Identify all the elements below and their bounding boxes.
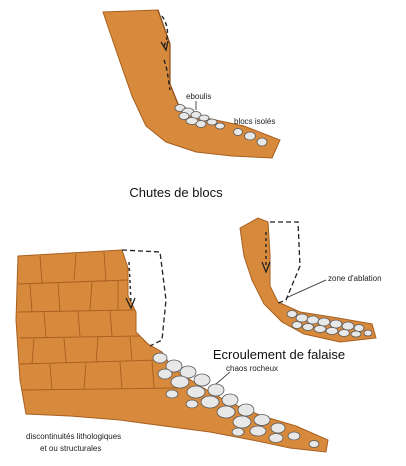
cliff-collapse-panel: zone d'ablation Ecroulement de falaise	[213, 218, 382, 362]
chaos-rocheux-guide-line	[216, 372, 230, 384]
blocs-isoles-label: blocs isolés	[234, 117, 275, 126]
zone-ablation-label: zone d'ablation	[328, 274, 382, 283]
ecroulement-de-falaise-title: Ecroulement de falaise	[213, 347, 345, 362]
rockfall-panel: eboulis blocs isolés Chutes de blocs	[103, 10, 280, 200]
discontinuites-label-line1: discontinuités lithologiques	[26, 432, 121, 441]
zone-ablation-guide-line	[286, 280, 326, 298]
chaos-rocheux-label: chaos rocheux	[226, 364, 278, 373]
chutes-de-blocs-title: Chutes de blocs	[129, 185, 223, 200]
discontinuites-label-line2: et ou structurales	[40, 444, 101, 453]
eboulis-label: eboulis	[186, 92, 211, 101]
